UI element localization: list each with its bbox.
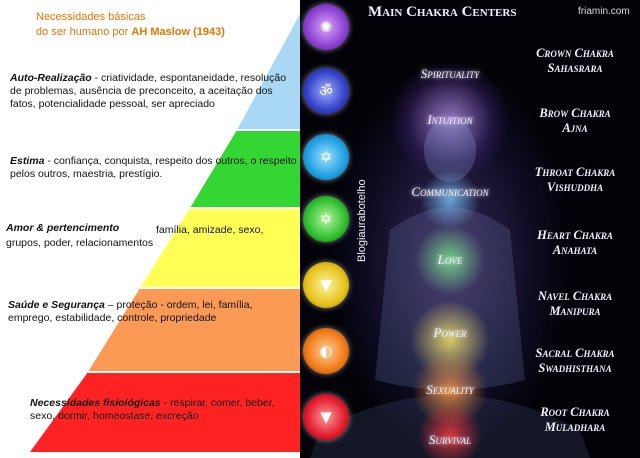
root-chakra-icon: ▼ xyxy=(303,394,349,440)
pyramid-graphic xyxy=(30,14,300,452)
throat-glow xyxy=(420,170,480,230)
throat-chakra-icon: ✡ xyxy=(303,134,349,180)
pyramid-tier-love xyxy=(140,208,300,288)
meditating-figure xyxy=(310,118,590,458)
crown-chakra-icon: ✺ xyxy=(303,4,349,50)
navel-chakra-icon: ▼ xyxy=(303,262,349,308)
sacral-chakra-icon: ◐ xyxy=(303,328,349,374)
heart-chakra-icon: ✡ xyxy=(303,196,349,242)
pyramid-tier-self-realization xyxy=(237,14,300,130)
level-love-desc: família, amizade, sexo, grupos, poder, r… xyxy=(6,224,264,249)
root-glow xyxy=(415,405,485,458)
level-esteem: Estima - confiança, conquista, respeito … xyxy=(10,155,297,180)
heart-glow xyxy=(415,225,485,295)
level-safety: Saúde e Segurança – proteção - ordem, le… xyxy=(8,299,253,324)
maslow-pyramid-panel: Necessidades básicas do ser humano por A… xyxy=(0,0,300,458)
blog-watermark: Blogiaurabotelho xyxy=(356,179,368,262)
level-self-realization: Auto-Realização - criatividade, espontan… xyxy=(10,72,287,110)
brow-chakra-icon: ॐ xyxy=(303,68,349,114)
word-power: Power xyxy=(433,325,467,340)
level-love-title: Amor & pertencimento xyxy=(6,222,120,234)
pyramid-header: Necessidades básicas do ser humano por A… xyxy=(36,10,225,40)
word-love: Love xyxy=(437,252,463,267)
pyramid-tier-esteem xyxy=(190,130,300,208)
header-line-2: do ser humano por AH Maslow (1943) xyxy=(36,26,225,38)
pyramid-tier-safety xyxy=(88,288,300,372)
pyramid-tier-physiological xyxy=(30,372,300,452)
word-communication: Communication xyxy=(411,184,489,199)
level-physiological: Necessidades fisiológicas - respirar, co… xyxy=(30,397,275,422)
word-survival: Survival xyxy=(428,432,472,447)
word-intuition: Intuition xyxy=(427,112,473,127)
crown-glow xyxy=(390,60,510,180)
word-spirituality: Spirituality xyxy=(420,66,480,81)
header-line-1: Necessidades básicas xyxy=(36,11,146,23)
word-sexuality: Sexuality xyxy=(426,382,474,397)
site-credit: friamin.com xyxy=(578,6,630,17)
header-author: AH Maslow (1943) xyxy=(131,26,225,38)
chakra-title: Main Chakra Centers xyxy=(368,4,517,20)
chakra-panel xyxy=(300,0,640,458)
